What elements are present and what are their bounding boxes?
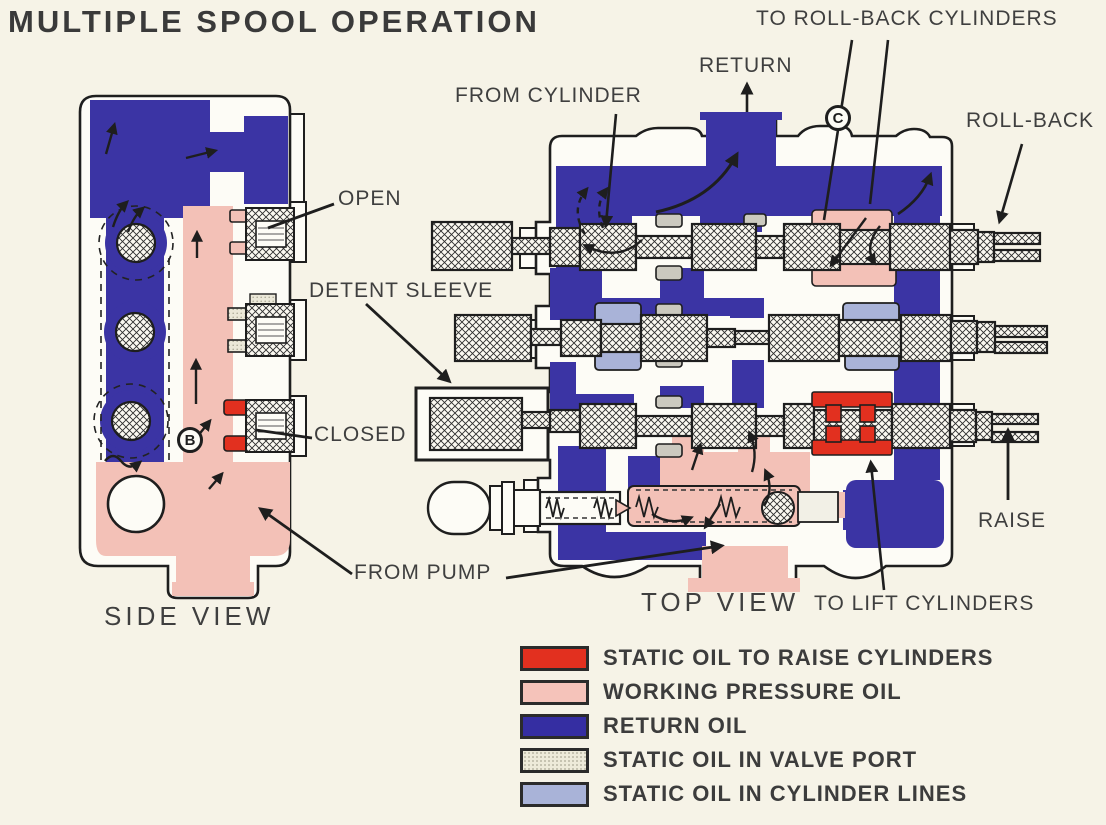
legend: STATIC OIL TO RAISE CYLINDERS WORKING PR… — [520, 645, 994, 818]
legend-label: WORKING PRESSURE OIL — [603, 679, 902, 704]
label-open: OPEN — [338, 187, 402, 210]
legend-label: STATIC OIL TO RAISE CYLINDERS — [603, 645, 994, 670]
label-roll-back: ROLL-BACK — [966, 109, 1095, 132]
bore-dashes — [93, 205, 174, 478]
top-view-caption: TOP VIEW — [641, 587, 800, 617]
marker-c: C — [825, 105, 851, 131]
marker-b: B — [177, 427, 203, 453]
label-to-lift-cylinders: TO LIFT CYLINDERS — [814, 592, 1035, 615]
page-title: MULTIPLE SPOOL OPERATION — [8, 4, 540, 39]
spool-middle — [453, 313, 1049, 363]
side-view-caption: SIDE VIEW — [104, 601, 275, 631]
spool-lift — [414, 386, 1040, 462]
legend-row-working-pressure: WORKING PRESSURE OIL — [520, 679, 993, 705]
leader-from-pump-right — [505, 540, 725, 580]
leader-rollback-cylinders-2 — [868, 39, 890, 205]
label-return: RETURN — [699, 54, 793, 77]
side-flow-arrows — [104, 121, 224, 490]
leader-open — [267, 202, 335, 230]
legend-swatch-lavender — [520, 781, 589, 807]
leader-detent-sleeve — [365, 302, 452, 384]
legend-row-cylinder-lines: STATIC OIL IN CYLINDER LINES — [520, 781, 993, 807]
legend-swatch-blue — [520, 713, 589, 739]
side-view-diagram — [78, 94, 307, 600]
open-valve — [245, 207, 295, 261]
label-closed: CLOSED — [314, 423, 407, 446]
label-detent-sleeve: DETENT SLEEVE — [309, 279, 494, 302]
middle-valve — [227, 293, 295, 357]
legend-swatch-red — [520, 645, 589, 671]
legend-swatch-pink — [520, 679, 589, 705]
label-raise: RAISE — [978, 509, 1047, 532]
legend-label: RETURN OIL — [603, 713, 748, 738]
legend-label: STATIC OIL IN VALVE PORT — [603, 747, 918, 772]
label-from-cylinder: FROM CYLINDER — [455, 84, 642, 107]
legend-row-raise-oil: STATIC OIL TO RAISE CYLINDERS — [520, 645, 994, 671]
relief-ball — [761, 491, 795, 525]
leader-from-pump-left — [258, 507, 353, 576]
raise-oil-red — [811, 391, 893, 456]
leader-from-cylinder — [600, 113, 618, 229]
leader-to-lift-cylinders — [865, 459, 886, 591]
relief-valve — [426, 480, 839, 536]
leader-closed — [255, 428, 313, 440]
label-from-pump: FROM PUMP — [354, 561, 492, 584]
legend-row-valve-port: STATIC OIL IN VALVE PORT — [520, 747, 993, 773]
top-view-diagram — [414, 81, 1049, 592]
leader-roll-back — [996, 143, 1024, 225]
legend-row-return-oil: RETURN OIL — [520, 713, 993, 739]
check-ball — [106, 474, 166, 534]
legend-label: STATIC OIL IN CYLINDER LINES — [603, 781, 968, 806]
label-to-roll-back-cylinders: TO ROLL-BACK CYLINDERS — [756, 7, 1058, 30]
legend-swatch-valve-port — [520, 747, 589, 773]
top-flow-arrows — [576, 81, 934, 530]
